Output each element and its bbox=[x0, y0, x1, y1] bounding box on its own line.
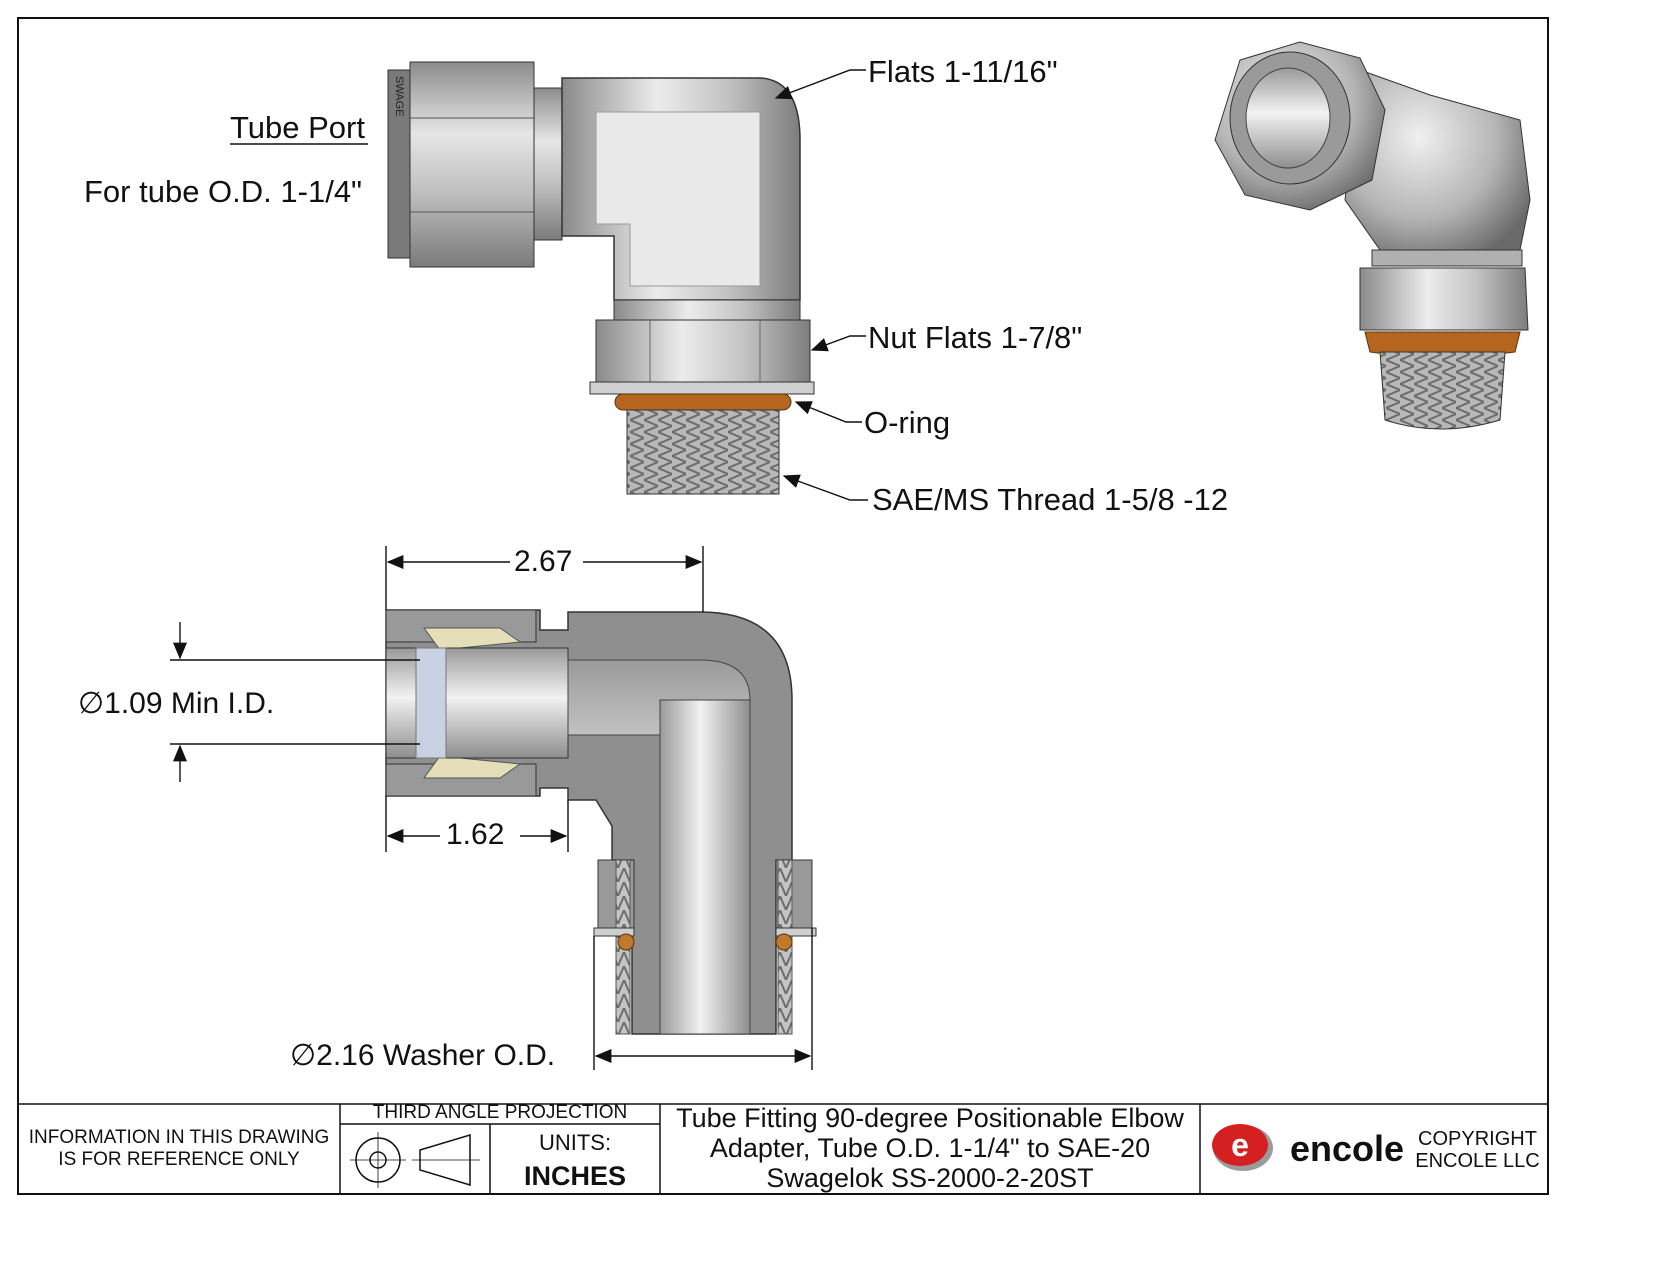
units-value: INCHES bbox=[523, 1161, 626, 1191]
sheet-border bbox=[17, 17, 1549, 1195]
tube-od-label: For tube O.D. 1-1/4" bbox=[84, 174, 363, 209]
o-ring bbox=[614, 393, 792, 411]
section-view bbox=[385, 609, 817, 1035]
o-ring-section-right bbox=[775, 933, 793, 951]
nut-brand-mark: SWAGE bbox=[393, 76, 405, 117]
diameter-symbol-icon: ∅ bbox=[290, 1039, 317, 1072]
projection-label: THIRD ANGLE PROJECTION bbox=[372, 1102, 628, 1123]
diameter-symbol-icon: ∅ bbox=[78, 687, 105, 720]
elevation-leaders bbox=[230, 69, 868, 501]
tube-port-label: Tube Port bbox=[230, 110, 365, 145]
oring-label: O-ring bbox=[864, 405, 951, 440]
disclaimer-line: IS FOR REFERENCE ONLY bbox=[58, 1149, 300, 1170]
dim-min-id-text: 1.09 Min I.D. bbox=[104, 687, 275, 720]
elevation-view: SWAGE bbox=[387, 61, 815, 495]
copyright: COPYRIGHT ENCOLE LLC bbox=[1410, 1128, 1545, 1172]
copyright-line: ENCOLE LLC bbox=[1415, 1150, 1540, 1172]
isometric-view bbox=[1214, 41, 1531, 430]
disclaimer: INFORMATION IN THIS DRAWING IS FOR REFER… bbox=[20, 1127, 338, 1171]
units-label: UNITS: bbox=[538, 1130, 612, 1155]
svg-text:e: e bbox=[1231, 1127, 1249, 1163]
dim-washer-od: ∅2.16 Washer O.D. bbox=[290, 1038, 555, 1073]
lock-nut bbox=[595, 319, 811, 383]
copyright-line: COPYRIGHT bbox=[1418, 1128, 1537, 1150]
thread-stud bbox=[626, 409, 780, 495]
dim-min-id: ∅1.09 Min I.D. bbox=[78, 686, 274, 721]
title-line: Adapter, Tube O.D. 1-1/4" to SAE-20 bbox=[709, 1133, 1151, 1163]
title-line: Tube Fitting 90-degree Positionable Elbo… bbox=[676, 1103, 1184, 1133]
brand-name: encole bbox=[1290, 1128, 1405, 1169]
nut-flats-label: Nut Flats 1-7/8" bbox=[868, 320, 1083, 355]
drawing-title: Tube Fitting 90-degree Positionable Elbo… bbox=[662, 1103, 1198, 1193]
dimension-lines bbox=[170, 546, 813, 1070]
o-ring-section-left bbox=[617, 933, 635, 951]
thread-label: SAE/MS Thread 1-5/8 -12 bbox=[872, 482, 1229, 517]
dim-overall-length: 2.67 bbox=[514, 545, 573, 578]
dim-washer-od-text: 2.16 Washer O.D. bbox=[316, 1039, 556, 1072]
dim-insert-depth: 1.62 bbox=[446, 818, 505, 851]
title-line: Swagelok SS-2000-2-20ST bbox=[766, 1163, 1094, 1193]
title-block bbox=[18, 1103, 1548, 1194]
disclaimer-line: INFORMATION IN THIS DRAWING bbox=[28, 1127, 330, 1148]
flats-label: Flats 1-11/16" bbox=[868, 54, 1058, 89]
encole-logo-icon: e bbox=[1212, 1124, 1273, 1171]
projection-cone-icon bbox=[419, 1133, 471, 1187]
